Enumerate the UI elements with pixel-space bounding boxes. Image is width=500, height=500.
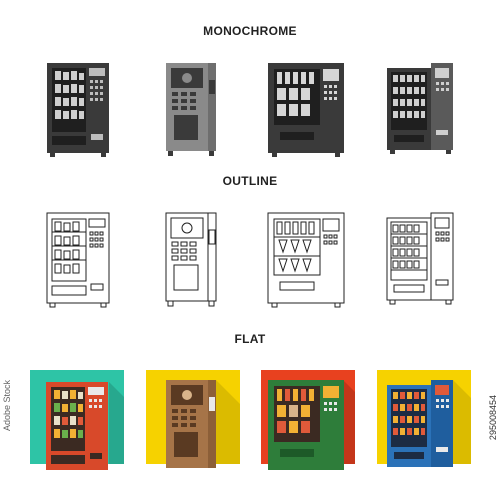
bottle-vending-machine-icon-flat	[261, 370, 355, 470]
section-title-outline: OUTLINE	[222, 174, 278, 188]
grocery-vending-machine-icon-mono	[387, 63, 453, 154]
bottle-vending-machine-icon-mono	[268, 63, 344, 157]
coffee-vending-machine-icon-mono	[166, 63, 216, 156]
section-title-monochrome: MONOCHROME	[203, 24, 297, 38]
grocery-vending-machine-icon-outline	[386, 212, 454, 305]
watermark-side-text: Adobe Stock	[2, 380, 12, 432]
section-title-flat: FLAT	[234, 332, 266, 346]
coffee-vending-machine-icon-flat	[146, 370, 240, 468]
grocery-vending-machine-icon-flat	[377, 370, 471, 467]
coffee-vending-machine-icon-outline	[165, 212, 217, 307]
snack-vending-machine-icon-flat	[30, 370, 124, 470]
stock-image-id: 295008454	[488, 395, 498, 441]
snack-vending-machine-icon-outline	[46, 212, 110, 308]
bottle-vending-machine-icon-outline	[267, 212, 345, 308]
snack-vending-machine-icon-mono	[47, 63, 109, 157]
